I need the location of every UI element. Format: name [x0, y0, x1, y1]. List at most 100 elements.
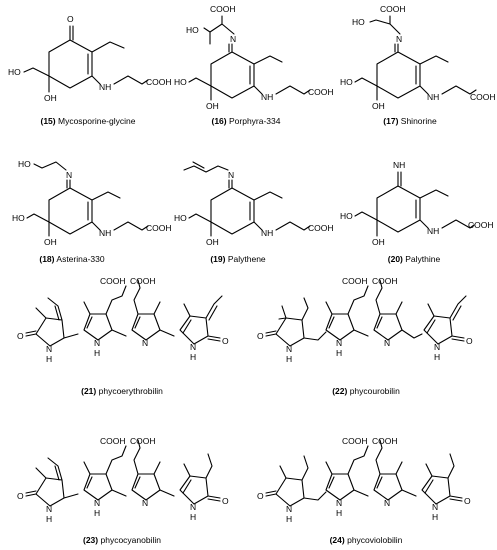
compound-23-acid1-label: COOH — [100, 436, 126, 446]
compound-24-acid2-label: COOH — [372, 436, 398, 446]
compound-22-n3-label: N — [384, 338, 390, 348]
compound-17-acid-label: COOH — [470, 92, 496, 102]
compound-21-caption: (21) phycoerythrobilin — [81, 386, 163, 396]
compound-20-structure — [354, 171, 475, 237]
compound-24-n3-label: N — [384, 498, 390, 508]
compound-20-ch2oh-label: HO — [340, 211, 353, 221]
compound-23-structure — [25, 439, 221, 507]
compound-24: COOH COOH O O N H N H N N H (24) phycovi… — [257, 436, 471, 545]
compound-18-acid-label: COOH — [146, 223, 172, 233]
compound-20-acid-label: COOH — [468, 220, 494, 230]
compound-16-acid-label: COOH — [308, 87, 334, 97]
compound-19-structure — [183, 161, 311, 237]
compound-24-n1-label: N — [286, 504, 292, 514]
compound-19-acid-label: COOH — [308, 223, 334, 233]
compound-23-h2-label: H — [94, 508, 100, 518]
compound-17-ch2oh-label: HO — [340, 77, 353, 87]
compound-22-name: phycourobilin — [350, 386, 400, 396]
compound-19-nh-label: NH — [261, 228, 273, 238]
compound-17-top-acid-label: COOH — [380, 4, 406, 14]
compound-24-acid1-label: COOH — [342, 436, 368, 446]
compound-16-caption: (16) Porphyra-334 — [211, 116, 280, 126]
compound-23-h4-label: H — [190, 512, 196, 522]
compound-22-acid1-label: COOH — [342, 276, 368, 286]
compound-20: NH HO OH NH COOH (20) Palythine — [340, 160, 494, 264]
compound-15-ch2oh-label: HO — [8, 67, 21, 77]
compound-20-imine-label: NH — [393, 160, 405, 170]
compound-21-acid1-label: COOH — [100, 276, 126, 286]
compound-24-n2-label: N — [336, 498, 342, 508]
compound-17-number: (17) — [383, 116, 398, 126]
compound-18-imine-label: N — [66, 170, 72, 180]
compound-21-o1-label: O — [17, 331, 24, 341]
compound-21-n1-label: N — [46, 344, 52, 354]
compound-22-n4-label: N — [434, 342, 440, 352]
compound-23-number: (23) — [83, 535, 98, 545]
compound-17-ring-oh-label: OH — [372, 101, 385, 111]
compound-18-side-oh-label: HO — [18, 159, 31, 169]
compound-24-h4-label: H — [432, 512, 438, 522]
compound-23-n2-label: N — [94, 498, 100, 508]
compound-22-h2-label: H — [336, 348, 342, 358]
compound-24-name: phycoviolobilin — [347, 535, 403, 545]
compound-22-o2-label: O — [466, 336, 473, 346]
compound-22: COOH COOH O O N H N H N N H (22) phycour… — [257, 276, 473, 396]
compound-16-structure — [188, 15, 311, 101]
compound-18-nh-label: NH — [99, 228, 111, 238]
compound-19-ring-oh-label: OH — [206, 237, 219, 247]
compound-21-structure — [25, 279, 223, 347]
compound-15-number: (15) — [41, 116, 56, 126]
compound-23: COOH COOH O O N H N H N N H (23) phycocy… — [17, 436, 229, 545]
compound-22-n2-label: N — [336, 338, 342, 348]
compound-19-caption: (19) Palythene — [210, 254, 266, 264]
compound-21-acid2-label: COOH — [130, 276, 156, 286]
compound-24-number: (24) — [330, 535, 345, 545]
compound-18-ring-oh-label: OH — [44, 237, 57, 247]
compound-22-h4-label: H — [434, 352, 440, 362]
compound-22-structure — [265, 279, 467, 347]
compound-21-n2-label: N — [94, 338, 100, 348]
compound-15-oxo-label: O — [67, 14, 74, 24]
compound-18-structure — [26, 161, 149, 237]
compound-20-ring-oh-label: OH — [372, 237, 385, 247]
compound-24-caption: (24) phycoviolobilin — [330, 535, 403, 545]
compound-15: O HO OH NH COOH (15) Mycosporine-glycine — [8, 14, 172, 126]
compound-16: COOH HO N HO OH NH COOH (16) Porphyra-33… — [174, 4, 334, 126]
compound-17: COOH HO N HO OH NH COOH (17) Shinorine — [340, 4, 496, 126]
compound-22-h1-label: H — [286, 354, 292, 364]
compound-20-name: Palythine — [405, 254, 440, 264]
compound-16-ch2oh-label: HO — [174, 77, 187, 87]
compound-17-imine-label: N — [396, 34, 402, 44]
compound-23-o2-label: O — [222, 496, 229, 506]
compound-20-number: (20) — [388, 254, 403, 264]
compound-16-top-acid-label: COOH — [210, 4, 236, 14]
compound-19-number: (19) — [210, 254, 225, 264]
compound-22-n1-label: N — [286, 344, 292, 354]
compound-23-n3-label: N — [142, 498, 148, 508]
compound-15-acid-label: COOH — [146, 77, 172, 87]
compound-17-name: Shinorine — [401, 116, 437, 126]
compound-20-caption: (20) Palythine — [388, 254, 441, 264]
compound-24-structure — [265, 439, 463, 507]
compound-23-o1-label: O — [17, 491, 24, 501]
compound-18-name: Asterina-330 — [56, 254, 104, 264]
compound-22-caption: (22) phycourobilin — [332, 386, 400, 396]
compound-24-o2-label: O — [464, 496, 471, 506]
compound-15-structure — [23, 25, 149, 93]
compound-24-o1-label: O — [257, 491, 264, 501]
compound-21-h2-label: H — [94, 348, 100, 358]
compound-22-acid2-label: COOH — [372, 276, 398, 286]
compound-15-nh-label: NH — [99, 82, 111, 92]
compound-24-h2-label: H — [336, 508, 342, 518]
compound-21-o2-label: O — [222, 336, 229, 346]
compound-18-ch2oh-label: HO — [12, 213, 25, 223]
compound-24-n4-label: N — [432, 502, 438, 512]
compound-24-h1-label: H — [286, 514, 292, 524]
compound-16-nh-label: NH — [261, 92, 273, 102]
compound-23-acid2-label: COOH — [130, 436, 156, 446]
compound-21-name: phycoerythrobilin — [99, 386, 164, 396]
compound-19-name: Palythene — [228, 254, 266, 264]
compound-16-side-oh-label: HO — [186, 25, 199, 35]
compound-21-h1-label: H — [46, 354, 52, 364]
